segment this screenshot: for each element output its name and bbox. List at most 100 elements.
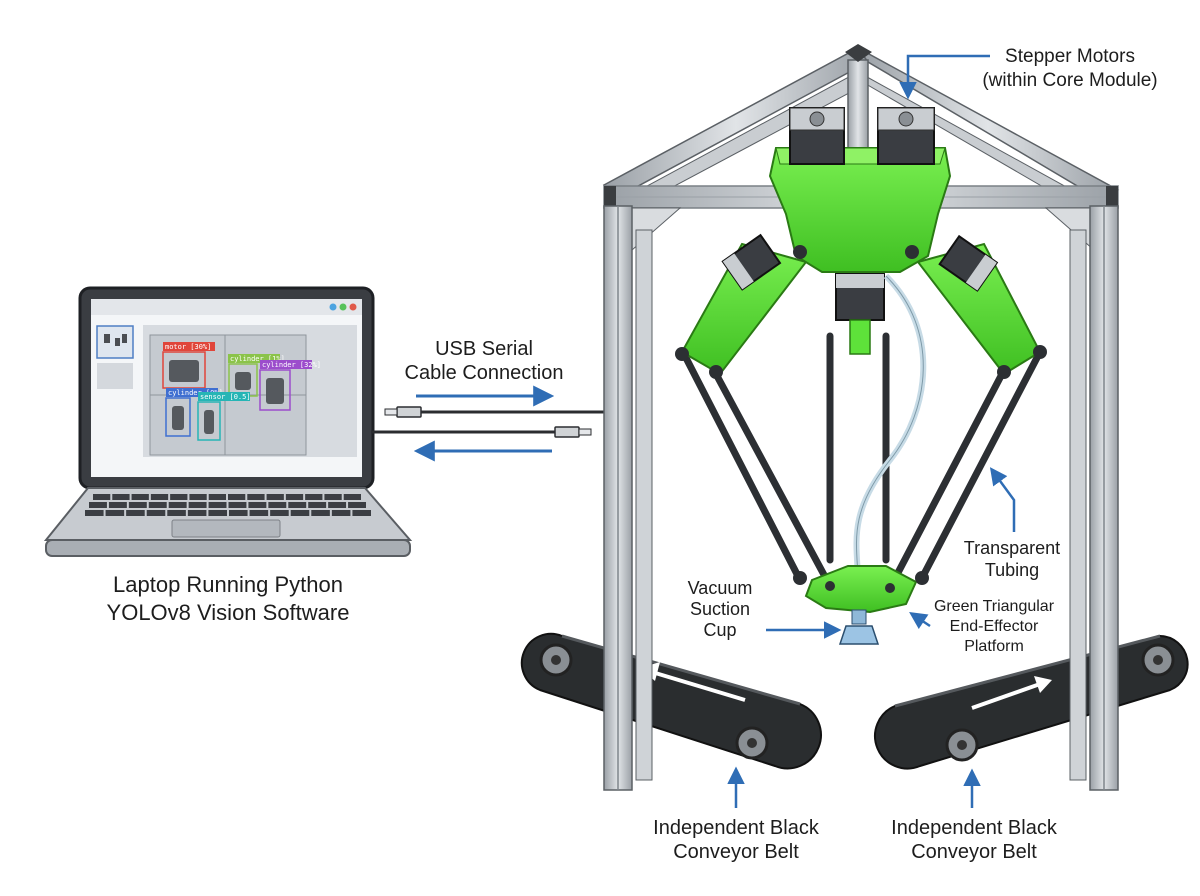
tubing-label-line2: Tubing — [985, 560, 1039, 580]
keyboard-key — [348, 502, 366, 508]
laptop-label-line1: Laptop Running Python — [113, 572, 343, 597]
effector-label-line1: Green Triangular — [934, 598, 1055, 615]
thumbnail[interactable] — [97, 363, 133, 389]
keyboard-key — [128, 502, 147, 508]
laptop: motor [30%]cylinder [1%]cylinder [32%]cy… — [43, 286, 413, 557]
detection-label: cylinder [32%] — [262, 361, 321, 369]
keyboard-key — [93, 494, 111, 500]
keyboard-key — [266, 494, 284, 500]
conveyor-left-label-line1: Independent Black — [653, 817, 820, 839]
detection-label-bg — [163, 342, 215, 351]
usb-plug-icon — [396, 406, 422, 418]
end-effector — [804, 565, 918, 614]
keyboard-key — [187, 510, 207, 516]
window-minimize-icon[interactable] — [329, 303, 337, 311]
keyboard-key — [229, 510, 248, 516]
conveyor-right — [874, 634, 1189, 770]
keyboard-key — [105, 510, 125, 516]
conveyor-left-label-line2: Conveyor Belt — [673, 841, 799, 863]
belt-direction-arrow-right — [1034, 676, 1052, 693]
keyboard-key — [311, 510, 330, 516]
keyboard-key — [150, 494, 169, 500]
detected-object — [235, 372, 251, 390]
detection-label-bg — [198, 392, 250, 401]
keyboard-key — [126, 510, 145, 516]
delta-robot — [675, 107, 1047, 645]
keyboard-key — [228, 494, 246, 500]
keyboard-key — [248, 502, 267, 508]
keyboard-key — [343, 494, 361, 500]
keyboard-key — [170, 494, 188, 500]
detection-label-bg — [260, 360, 312, 369]
stepper-label-line1: Stepper Motors — [1005, 46, 1135, 67]
laptop-base — [43, 487, 413, 541]
keyboard-key — [167, 510, 186, 516]
keyboard-key — [131, 494, 149, 500]
keyboard-key — [285, 494, 304, 500]
detected-object — [172, 406, 184, 430]
detection-label-bg — [166, 388, 218, 397]
suction-label-line2: Suction — [690, 599, 750, 619]
keyboard-key — [148, 502, 167, 508]
keyboard-key — [268, 502, 287, 508]
detected-object — [266, 378, 284, 404]
stepper-motor-icon — [877, 107, 935, 165]
window-maximize-icon[interactable] — [339, 303, 347, 311]
callout-arrows — [727, 54, 1016, 808]
keyboard-key — [247, 494, 265, 500]
keyboard — [85, 494, 371, 516]
keyboard-key — [168, 502, 187, 508]
detection-label-bg — [228, 354, 280, 363]
keyboard-key — [208, 494, 226, 500]
conveyor-right-label-line1: Independent Black — [891, 817, 1058, 839]
detection-label: motor [30%] — [165, 343, 211, 351]
suction-label-line1: Vacuum — [688, 578, 753, 598]
window-titlebar — [91, 299, 362, 315]
detected-object — [169, 360, 199, 382]
usb-label-line1: USB Serial — [435, 338, 533, 360]
keyboard-key — [249, 510, 269, 516]
keyboard-key — [308, 502, 327, 508]
usb-label-line2: Cable Connection — [405, 362, 564, 384]
trackpad[interactable] — [171, 519, 281, 538]
keyboard-key — [189, 494, 207, 500]
stepper-motor-icon — [789, 107, 845, 165]
detection-boxes: motor [30%]cylinder [1%]cylinder [32%]cy… — [162, 342, 321, 441]
conveyor-left — [520, 632, 822, 770]
detection-box — [165, 397, 191, 437]
keyboard-key — [352, 510, 371, 516]
detected-object — [204, 410, 214, 434]
keyboard-key — [270, 510, 289, 516]
keyboard-key — [108, 502, 127, 508]
window-close-icon[interactable] — [349, 303, 357, 311]
tubing-label-line1: Transparent — [964, 538, 1060, 558]
core-module — [768, 147, 952, 273]
keyboard-key — [305, 494, 323, 500]
detection-label: sensor [0.5] — [200, 393, 251, 401]
keyboard-key — [328, 502, 347, 508]
usb-plug-icon — [554, 426, 580, 438]
detection-label: cylinder [0%] — [168, 389, 223, 397]
keyboard-key — [228, 502, 247, 508]
detection-box — [259, 369, 291, 411]
effector-label-line2: End-Effector — [950, 618, 1039, 635]
keyboard-key — [290, 510, 310, 516]
laptop-label-line2: YOLOv8 Vision Software — [107, 600, 350, 625]
stepper-label-line2: (within Core Module) — [982, 70, 1157, 91]
keyboard-key — [208, 510, 227, 516]
keyboard-key — [208, 502, 227, 508]
detection-box — [197, 401, 221, 441]
keyboard-key — [85, 510, 104, 516]
keyboard-key — [331, 510, 351, 516]
conveyor-right-label-line2: Conveyor Belt — [911, 841, 1037, 863]
effector-label-line3: Platform — [964, 638, 1024, 655]
suction-label-line3: Cup — [703, 620, 736, 640]
keyboard-key — [146, 510, 166, 516]
keyboard-key — [288, 502, 307, 508]
usb-cables — [372, 385, 604, 462]
keyboard-key — [188, 502, 207, 508]
keyboard-key — [89, 502, 107, 508]
suction-cup — [838, 625, 880, 645]
